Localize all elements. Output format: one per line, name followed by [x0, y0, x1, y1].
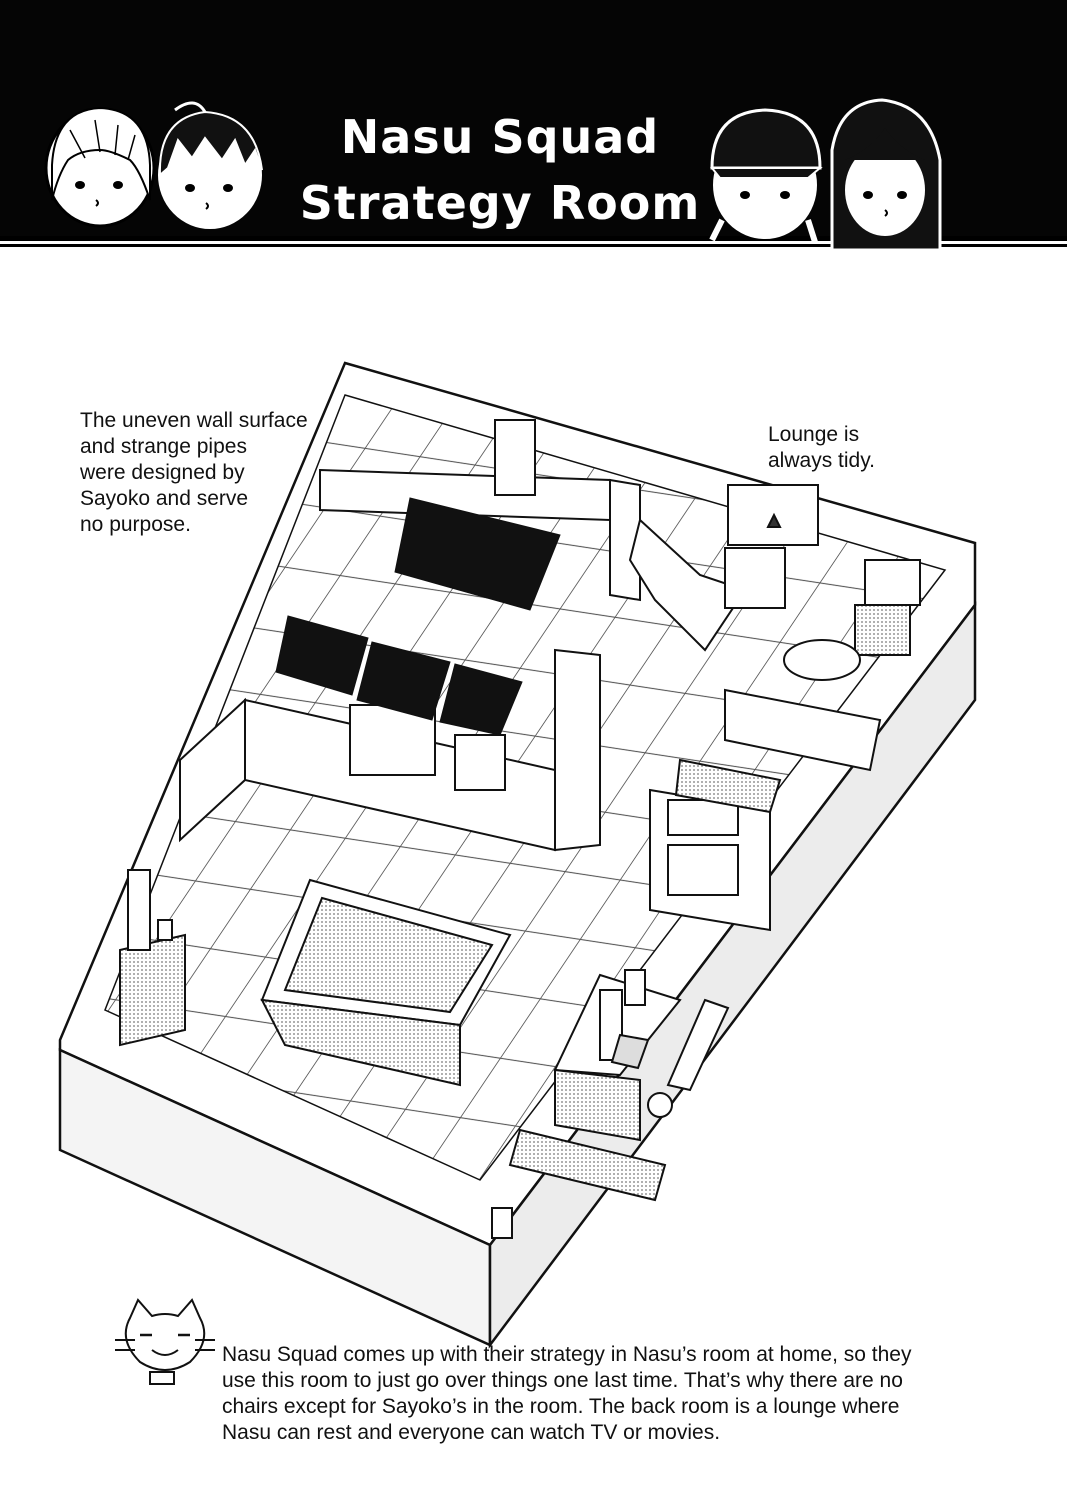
bookshelf	[119, 869, 186, 1047]
title-line-1: Nasu Squad	[340, 110, 660, 164]
bench	[508, 1128, 667, 1202]
computer-desk	[553, 969, 682, 1142]
wall-note: The uneven wall surface and strange pipe…	[80, 409, 308, 536]
character-faces	[44, 98, 942, 252]
black-cushions	[275, 497, 561, 736]
lounge-furniture	[628, 512, 921, 814]
title-line-2: Strategy Room	[299, 176, 701, 230]
caption-line: use this room to just go over things one…	[222, 1369, 903, 1392]
light-switch	[491, 1207, 513, 1239]
banner-stripe	[0, 244, 1067, 247]
caption-line: Nasu Squad comes up with their strategy …	[222, 1343, 912, 1366]
character-face-messy-hair-icon	[158, 101, 263, 229]
character-face-long-hair-icon	[830, 98, 942, 252]
banner-stripe	[0, 236, 1067, 241]
caption: Nasu Squad comes up with their strategy …	[222, 1342, 952, 1446]
caption-line: chairs except for Sayoko’s in the room. …	[222, 1395, 900, 1418]
page-title: Nasu Squad Strategy Room	[290, 104, 710, 236]
caption-line: Nasu can rest and everyone can watch TV …	[222, 1421, 721, 1444]
lounge-note: Lounge is always tidy.	[768, 423, 875, 472]
strategy-table	[260, 878, 512, 1087]
character-face-cap-icon	[709, 108, 823, 243]
character-face-light-hair-icon	[44, 106, 156, 228]
office-chair	[647, 998, 730, 1118]
